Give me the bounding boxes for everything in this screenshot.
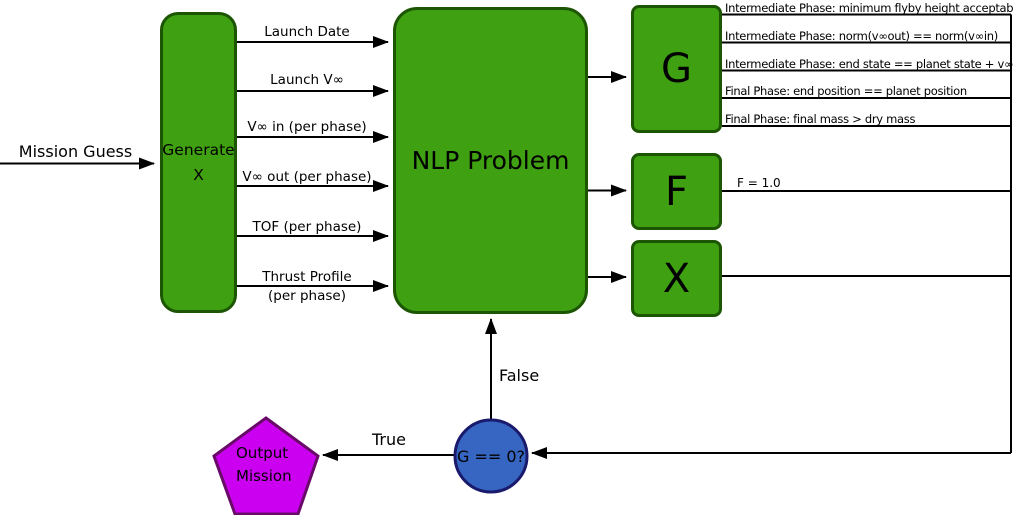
nlp-problem-box: NLP Problem <box>393 7 588 314</box>
output-mission-pentagon <box>212 416 320 515</box>
input-label-tof: TOF (per phase) <box>252 219 362 235</box>
input-label-launch-vinf: Launch V∞ <box>270 72 344 88</box>
f-output-label: F <box>664 168 688 215</box>
f-value-label: F = 1.0 <box>737 176 781 190</box>
input-label-thrust-profile: Thrust Profile <box>262 269 352 285</box>
input-label-thrust-profile-2: (per phase) <box>268 288 346 304</box>
constraint-label-2: Intermediate Phase: norm(v∞out) == norm(… <box>725 28 998 43</box>
output-mission-label: Output Mission <box>236 444 292 486</box>
input-label-vinf-in: V∞ in (per phase) <box>247 119 367 135</box>
decision-circle <box>453 418 529 494</box>
true-branch-label: True <box>372 430 406 449</box>
constraint-label-3: Intermediate Phase: end state == planet … <box>725 56 1014 71</box>
x-output-box: X <box>631 240 722 317</box>
nlp-problem-label: NLP Problem <box>411 146 570 175</box>
g-output-label: G <box>661 46 692 92</box>
false-branch-label: False <box>499 366 540 385</box>
constraint-label-4: Final Phase: end position == planet posi… <box>725 84 967 98</box>
input-label-vinf-out: V∞ out (per phase) <box>242 169 372 185</box>
generate-x-label-line2: X <box>193 165 204 184</box>
generate-x-label-line1: Generate <box>162 141 235 160</box>
generate-x-box: Generate X <box>160 12 237 313</box>
g-output-box: G <box>631 5 722 133</box>
constraint-label-5: Final Phase: final mass > dry mass <box>725 112 916 126</box>
mission-guess-label: Mission Guess <box>18 142 133 161</box>
input-label-launch-date: Launch Date <box>264 24 350 40</box>
decision-condition-label: G == 0? <box>456 447 526 466</box>
x-output-label: X <box>662 255 691 302</box>
f-output-box: F <box>631 153 722 230</box>
constraint-label-1: Intermediate Phase: minimum flyby height… <box>725 1 1014 15</box>
